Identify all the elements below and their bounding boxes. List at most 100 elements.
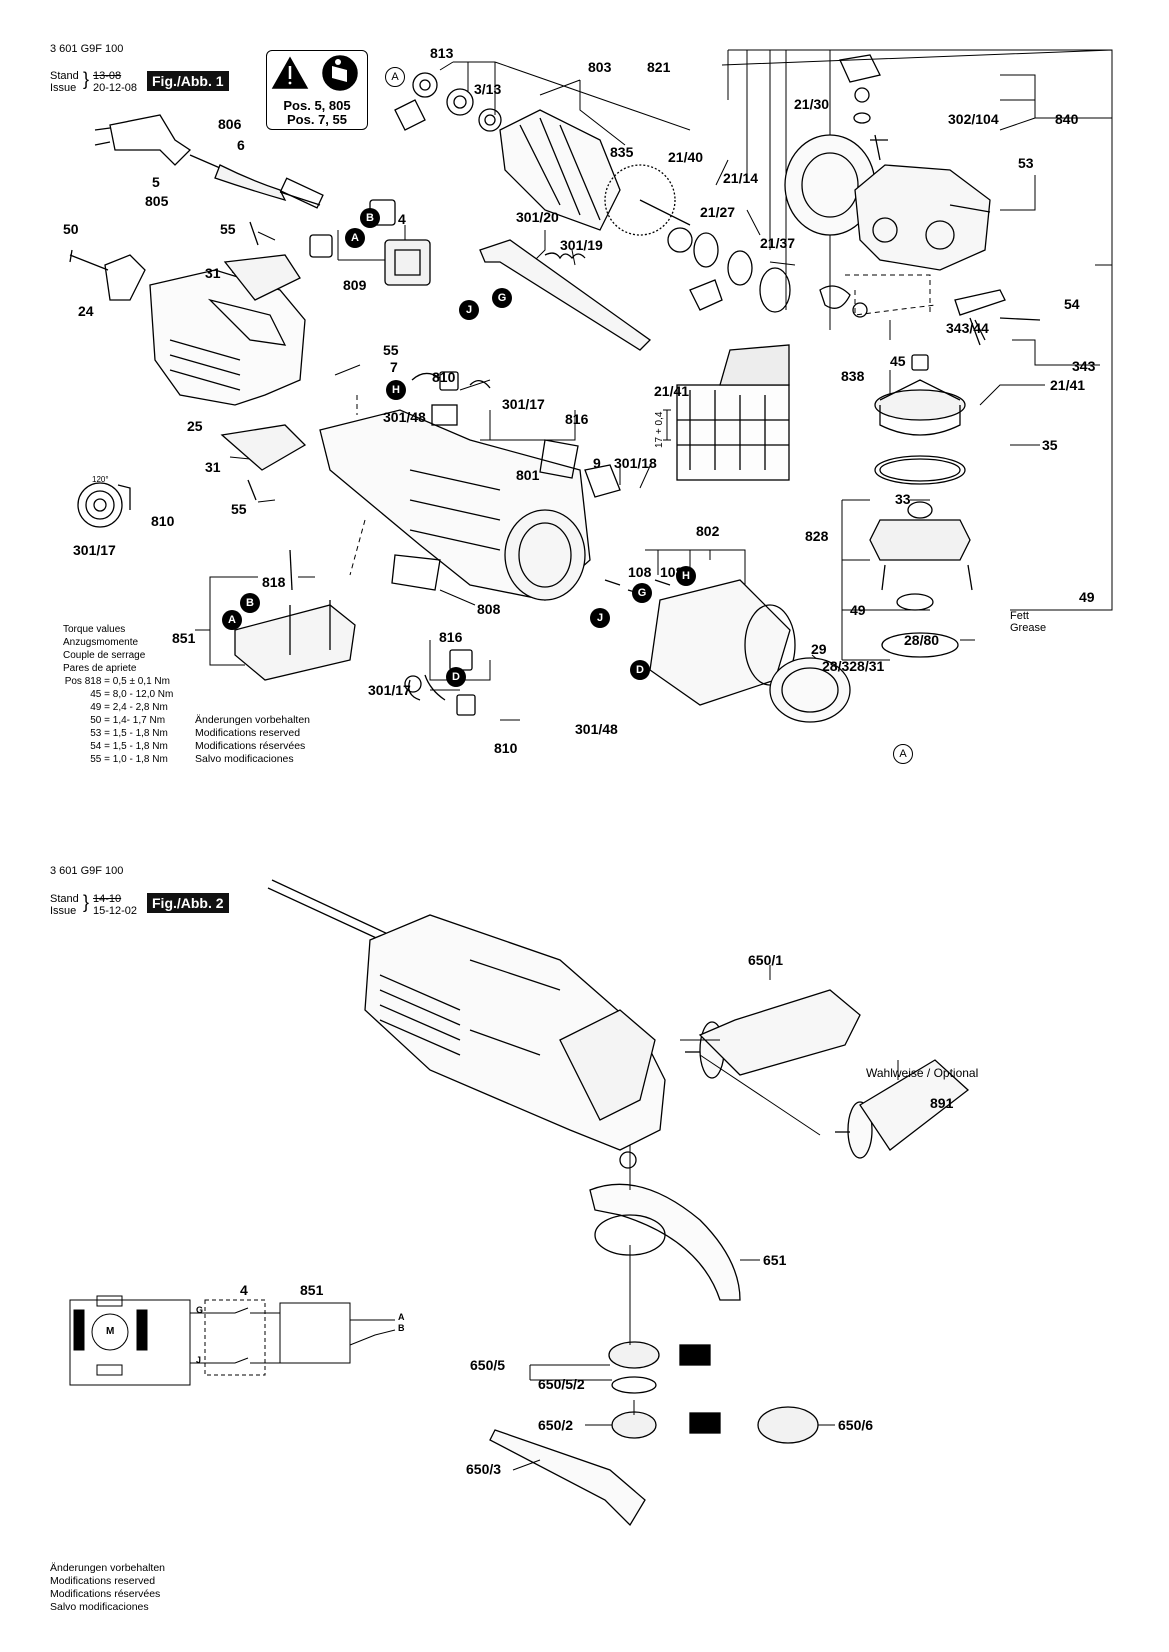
item-label: 4 xyxy=(240,1282,248,1298)
fig1-notes: Änderungen vorbehalten Modifications res… xyxy=(195,714,310,766)
note-line: Änderungen vorbehalten xyxy=(195,714,311,726)
warning-triangle-icon xyxy=(271,56,309,89)
item-label: 21/37 xyxy=(760,235,796,251)
item-label: 33 xyxy=(895,491,911,507)
wiring-label-a: A xyxy=(398,1312,405,1322)
item-label: 21/14 xyxy=(723,170,759,186)
fig2-leader-lines xyxy=(512,965,899,1471)
torque-header-line: Pares de apriete xyxy=(63,663,137,674)
note-line: Salvo modificaciones xyxy=(195,753,294,765)
item-label: 301/48 xyxy=(575,721,618,737)
item-label: 21/40 xyxy=(668,149,704,165)
torque-row: 53 = 1,5 - 1,8 Nm xyxy=(40,727,173,740)
item-label: 6 xyxy=(237,137,245,153)
badge-b: B xyxy=(240,593,260,613)
badge-g: G xyxy=(492,288,512,308)
item-label: 816 xyxy=(565,411,589,427)
torque-row: 45 = 8,0 - 12,0 Nm xyxy=(40,688,173,701)
read-manual-icon xyxy=(322,55,358,91)
item-label: 28/80 xyxy=(904,632,940,648)
torque-val: 8,0 - 12,0 Nm xyxy=(112,689,174,700)
item-label: 301/19 xyxy=(560,237,603,253)
torque-row: 55 = 1,0 - 1,8 Nm xyxy=(40,753,173,766)
item-label: 29 xyxy=(811,641,827,657)
item-label: 891 xyxy=(930,1095,954,1111)
item-label: 24 xyxy=(78,303,94,319)
item-label: 55 xyxy=(383,342,399,358)
item-label: 835 xyxy=(610,144,634,160)
fig1-parts xyxy=(69,54,1041,723)
warning-ref-1: Pos. 5, 805 xyxy=(283,98,351,113)
item-label: 840 xyxy=(1055,111,1079,127)
item-label: 21/41 xyxy=(1050,377,1086,393)
item-label: 55 xyxy=(220,221,236,237)
item-label: 45 xyxy=(890,353,906,369)
item-label: 9 xyxy=(593,455,601,471)
badge-h: H xyxy=(676,566,696,586)
badge-o-a: A xyxy=(893,744,913,764)
fig1-issue-label: Issue xyxy=(50,82,77,94)
fig1-part-number: 3 601 G9F 100 xyxy=(50,43,124,55)
badge-j: J xyxy=(459,300,479,320)
item-label: 810 xyxy=(432,369,456,385)
note-line: Änderungen vorbehalten xyxy=(50,1562,166,1574)
item-label: 343/44 xyxy=(946,320,989,336)
item-label: Grease xyxy=(1010,622,1047,634)
torque-pos: 45 = xyxy=(90,689,110,700)
item-label: 50 xyxy=(63,221,79,237)
badge-g: G xyxy=(632,583,652,603)
badge-o-a: A xyxy=(385,67,405,87)
item-label: 301/17 xyxy=(73,542,116,558)
torque-val: 2,4 - 2,8 Nm xyxy=(112,702,168,713)
note-line: Modifications reserved xyxy=(50,1575,156,1587)
brace: } xyxy=(83,892,90,912)
torque-row: 54 = 1,5 - 1,8 Nm xyxy=(40,740,173,753)
badge-a: A xyxy=(345,228,365,248)
torque-row: 50 = 1,4- 1,7 Nm xyxy=(40,714,173,727)
torque-values: Pos 818 = 0,5 ± 0,1 Nm 45 = 8,0 - 12,0 N… xyxy=(40,675,174,766)
item-label: 3/13 xyxy=(474,81,502,97)
torque-val: 0,5 ± 0,1 Nm xyxy=(112,676,170,687)
item-label: 650/1 xyxy=(748,952,784,968)
fig1-tag: Fig./Abb. 1 xyxy=(147,71,229,91)
item-label: 301/48 xyxy=(383,409,426,425)
item-label: 31 xyxy=(205,459,221,475)
torque-val: 1,5 - 1,8 Nm xyxy=(112,728,168,739)
torque-row: Pos 818 = 0,5 ± 0,1 Nm xyxy=(40,675,173,688)
badge-h: H xyxy=(386,380,406,400)
badge-j: J xyxy=(590,608,610,628)
item-label: 650/3 xyxy=(466,1461,502,1477)
item-label: 851 xyxy=(172,630,196,646)
torque-pos: 54 = xyxy=(90,741,110,752)
item-label: 803 xyxy=(588,59,612,75)
badge-d: D xyxy=(630,660,650,680)
item-label: 53 xyxy=(1018,155,1034,171)
torque-pos: 50 = xyxy=(90,715,110,726)
dim-bracket xyxy=(663,409,671,441)
fig1-stand-value: 13-08 xyxy=(93,70,122,82)
torque-val: 1,4- 1,7 Nm xyxy=(112,715,166,726)
warning-box: Pos. 5, 805 Pos. 7, 55 xyxy=(266,50,368,130)
item-label: 301/18 xyxy=(614,455,657,471)
note-line: Salvo modificaciones xyxy=(50,1601,149,1613)
fig2-tag: Fig./Abb. 2 xyxy=(147,893,229,913)
item-label: 651 xyxy=(763,1252,787,1268)
wiring-label-j: J xyxy=(196,1355,202,1365)
torque-row: 49 = 2,4 - 2,8 Nm xyxy=(40,701,173,714)
brace: } xyxy=(83,69,90,89)
item-label: 7 xyxy=(390,359,398,375)
torque-pos: Pos 818 = xyxy=(64,676,110,687)
torque-header-line: Couple de serrage xyxy=(63,650,146,661)
item-label: 809 xyxy=(343,277,367,293)
optional-label: Wahlweise / Optional xyxy=(866,1066,979,1080)
item-label: 818 xyxy=(262,574,286,590)
badge-b: B xyxy=(360,208,380,228)
motor-symbol-label: M xyxy=(106,1326,115,1337)
item-label: 31 xyxy=(205,265,221,281)
dimension-label: 17 + 0,4 xyxy=(654,411,665,448)
item-label: 25 xyxy=(187,418,203,434)
item-label: 828 xyxy=(805,528,829,544)
fig2-issue-value: 15-12-02 xyxy=(93,905,138,917)
